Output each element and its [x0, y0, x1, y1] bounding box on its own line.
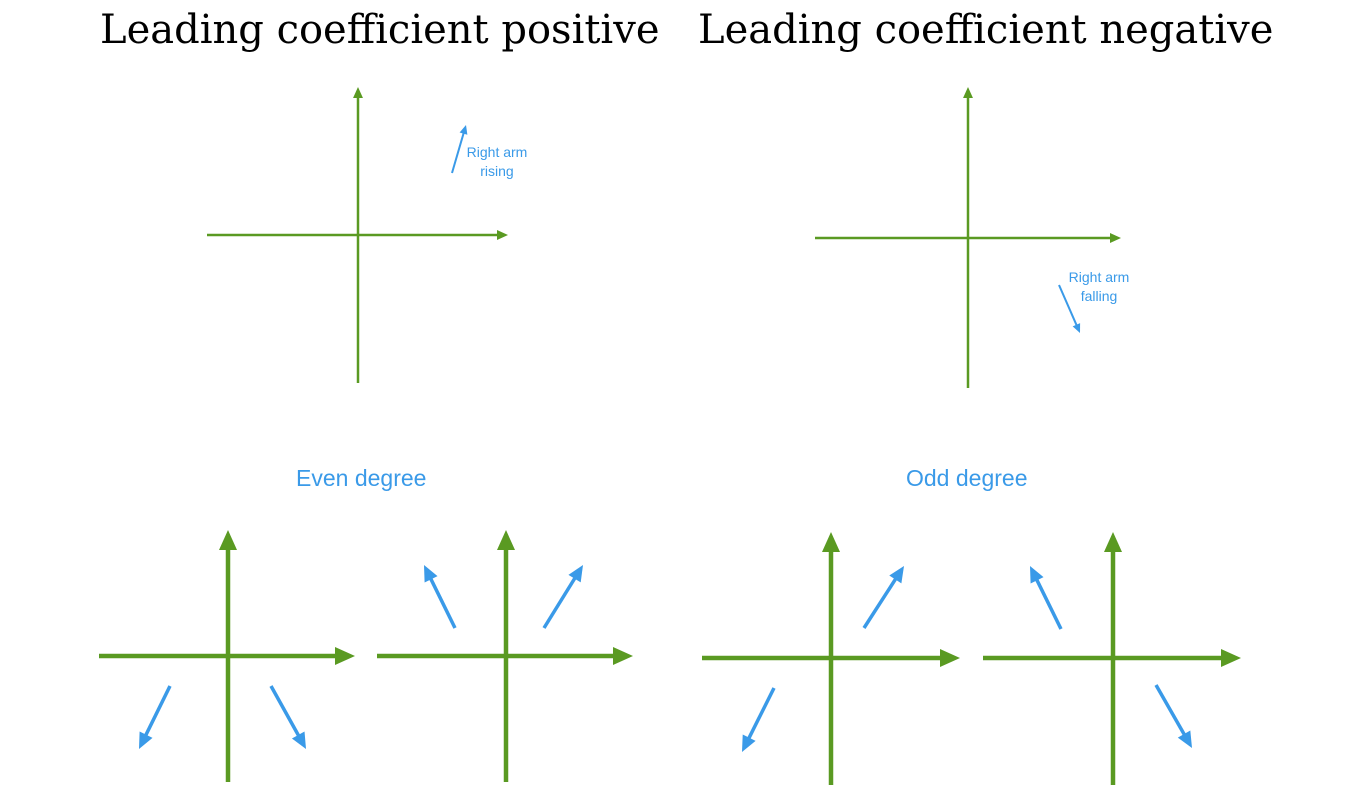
right-arm-falling-arrow: [1058, 284, 1081, 333]
annotation-rising-line2: rising: [480, 163, 514, 179]
even-negative-left-arm-arrow: [139, 685, 172, 749]
annotation-falling-line1: Right arm: [1068, 269, 1130, 285]
positive-x-axis: [358, 230, 508, 240]
even-negative-y-axis: [219, 530, 237, 782]
odd-negative-left-arm-arrow: [1030, 566, 1063, 630]
heading-leading-negative: Leading coefficient negative: [698, 7, 1274, 53]
heading-leading-positive: Leading coefficient positive: [100, 7, 660, 53]
even-negative-x-axis: [228, 647, 355, 665]
even-negative-right-arm-arrow: [269, 685, 306, 749]
negative-y-axis: [963, 87, 973, 388]
annotation-right-arm-rising: Right arm rising: [456, 143, 538, 181]
right-arm-rising-arrow: [451, 125, 468, 174]
even-positive-y-axis: [497, 530, 515, 782]
odd-positive-x-axis: [831, 649, 960, 667]
positive-y-axis: [353, 87, 363, 383]
even-positive-left-arm-arrow: [424, 565, 457, 629]
odd-positive-left-arm-arrow: [742, 687, 776, 752]
negative-x-axis: [968, 233, 1121, 243]
annotation-falling-line2: falling: [1080, 288, 1118, 304]
annotation-rising-line1: Right arm: [466, 144, 528, 160]
odd-positive-y-axis: [822, 532, 840, 785]
odd-negative-right-arm-arrow: [1154, 684, 1192, 748]
annotation-right-arm-falling: Right arm falling: [1058, 268, 1140, 306]
even-degree-label: Even degree: [296, 465, 427, 491]
even-positive-x-axis: [506, 647, 633, 665]
odd-positive-right-arm-arrow: [862, 566, 904, 629]
odd-negative-y-axis: [1104, 532, 1122, 785]
even-positive-right-arm-arrow: [542, 565, 583, 629]
odd-negative-x-axis: [1113, 649, 1241, 667]
odd-degree-label: Odd degree: [906, 465, 1028, 491]
